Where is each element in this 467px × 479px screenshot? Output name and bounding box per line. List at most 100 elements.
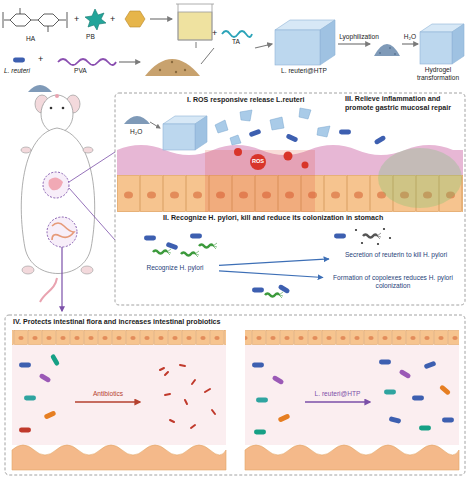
bacteria-powder-part: [145, 59, 200, 76]
plus-sign: +: [110, 14, 120, 24]
intestine-panel: IV. Protects intestinal flora and increa…: [5, 315, 465, 475]
annotation-label: PB: [86, 33, 106, 41]
plus-sign: +: [74, 14, 84, 24]
intestine-right-part: [272, 375, 285, 385]
mouse-illustration-part: [50, 107, 53, 110]
annotation-label: Lyophilization: [334, 33, 384, 41]
ros-particles-part: [234, 148, 242, 156]
hyaluronic-acid-structure-part: [38, 14, 59, 26]
mouse-illustration-part: [81, 266, 93, 274]
released-l-reuteri-part: [339, 130, 351, 135]
h-pylori-cluster-part: [190, 234, 202, 239]
coaggregate-part: [278, 284, 291, 294]
zoom-leader: [69, 152, 115, 240]
intestine-left-part: [39, 373, 52, 383]
mouse-illustration-part: [47, 217, 77, 247]
boronic-acid-hexagon-part: [125, 11, 145, 27]
hydrogel-cube-part: [163, 124, 195, 150]
hydrogel-cube-part: [420, 32, 452, 64]
annotation-label: ROS: [248, 158, 268, 164]
coaggregate-part: [252, 288, 264, 293]
h-pylori-cluster-part: [199, 243, 217, 249]
hyaluronic-acid-structure-part: [3, 8, 67, 32]
bacteria-powder-part: [175, 71, 177, 73]
process-arrow: [119, 61, 140, 62]
l-reuteri-rod: [13, 58, 25, 63]
killed-h-pylori-part: [361, 242, 363, 244]
powder-dissolving-part: [150, 122, 160, 128]
hydrogel-cube: [163, 116, 207, 150]
node-text: Formation of copolexes reduces H. pylori…: [323, 274, 463, 289]
process-arrow: [150, 18, 172, 19]
annotation-label: L. reuteri@HTP: [300, 390, 375, 398]
panel-heading: III. Relieve inflammation and promote ga…: [345, 95, 461, 112]
intestine-right-part: [245, 445, 459, 470]
intestine-right-part: [439, 384, 451, 395]
mouse-illustration-part: [22, 266, 34, 274]
bacteria-powder-part: [171, 61, 173, 63]
mouse-illustration-part: [28, 85, 52, 92]
killed-h-pylori-part: [355, 229, 357, 231]
intestine-right-part: [419, 426, 431, 431]
released-l-reuteri-part: [374, 135, 387, 145]
prussian-blue-nanozyme: [85, 9, 106, 30]
panel-frame: [5, 315, 465, 475]
released-l-reuteri-part: [286, 133, 299, 142]
hydrogel-cube: [275, 20, 335, 65]
process-label: Recognize H. pylori: [131, 261, 219, 275]
annotation-label: HA: [26, 35, 46, 43]
powder-dissolving: [124, 116, 160, 128]
zoom-arrow: [61, 247, 62, 311]
process-label: Secretion of reuterin to kill H. pylori: [329, 245, 463, 265]
annotation-label: Hydrogel transformation: [410, 66, 466, 81]
killed-h-pylori-part: [334, 234, 346, 239]
annotation-label: L. reuteri: [4, 67, 44, 75]
annotation-label: L. reuteri@HTP: [268, 67, 340, 75]
mouse-illustration-part: [43, 172, 69, 198]
node-text: Recognize H. pylori: [146, 264, 203, 272]
lyophilized-powder-part: [379, 52, 381, 54]
hydrogel-fragments: [215, 108, 330, 145]
process-label: Formation of copolexes reduces H. pylori…: [323, 271, 463, 293]
intestine-right-part: [245, 345, 459, 445]
lyophilized-powder: [374, 44, 400, 56]
mouse-illustration-part: [52, 223, 74, 240]
powder-dissolving-part: [124, 116, 150, 124]
tannic-acid-strand: [222, 31, 252, 37]
process-arrow: [201, 48, 214, 64]
beaker-part: [178, 12, 212, 40]
hyaluronic-acid-structure-part: [10, 14, 31, 26]
mouse-illustration-part: [21, 128, 94, 274]
mouse-illustration-part: [48, 177, 63, 190]
bacteria-powder: [145, 59, 200, 76]
process-arrow: [402, 43, 418, 44]
mouse-illustration-part: [21, 147, 31, 153]
intestine-right-part: [389, 416, 402, 424]
intestine-left-part: [44, 410, 57, 419]
hydrogel-cube-part: [452, 24, 464, 64]
hydrogel-fragments-part: [317, 126, 330, 137]
beaker-part: [176, 4, 214, 40]
panel-heading: IV. Protects intestinal flora and increa…: [13, 318, 453, 327]
gastric-mucosa: [117, 145, 463, 212]
h-pylori-cluster-part: [144, 236, 156, 241]
bacteria-powder-part: [184, 69, 186, 71]
intestine-right-part: [252, 363, 264, 368]
hyaluronic-acid-structure: [3, 8, 67, 32]
hydrogel-fragments-part: [215, 120, 228, 133]
intestine-right-part: [379, 360, 391, 365]
stomach-panel: I. ROS responsive release L.reuteriII. R…: [115, 93, 465, 305]
annotation-label: TA: [232, 38, 252, 46]
intestine-right-part: [424, 361, 437, 370]
annotation-label: H₂O: [400, 33, 420, 41]
mouse-illustration-part: [83, 147, 93, 153]
killed-h-pylori: [334, 228, 391, 245]
lyophilized-powder-part: [374, 44, 400, 56]
flow-arrow: [219, 271, 323, 278]
mouse-illustration-part: [41, 95, 73, 133]
mouse-illustration-part: [40, 278, 57, 302]
boronic-acid-hexagon: [125, 11, 145, 27]
